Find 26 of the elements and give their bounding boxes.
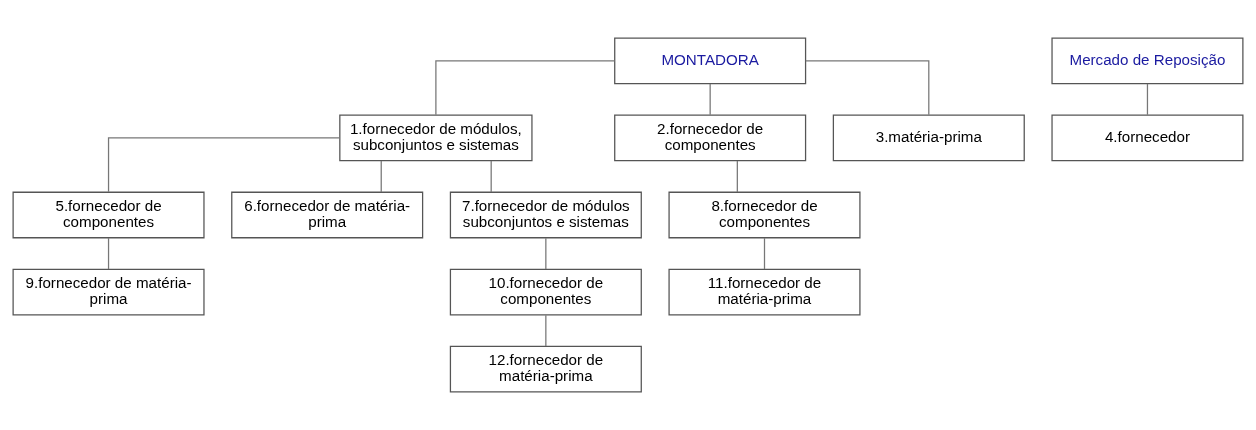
node-box: 6.fornecedor de matéria-prima — [231, 191, 424, 239]
node-box: 7.fornecedor de módulos subconjuntos e sistemas — [449, 191, 642, 239]
node-box: 11.fornecedor de matéria-prima — [668, 268, 861, 316]
node-box: 8.fornecedor de componentes — [668, 191, 861, 239]
connector — [545, 237, 547, 270]
connector — [435, 60, 616, 116]
node-box: 9.fornecedor de matéria-prima — [12, 268, 205, 316]
connector — [107, 137, 341, 193]
connector — [805, 60, 930, 116]
connector — [380, 160, 382, 193]
node-box: 1.fornecedor de módulos, subconjuntos e sistemas — [339, 114, 533, 162]
node-box: 5.fornecedor de componentes — [12, 191, 205, 239]
node-box: 10.fornecedor de componentes — [449, 268, 642, 316]
node-box: 4.fornecedor — [1051, 114, 1244, 162]
node-box: 12.fornecedor de matéria-prima — [449, 345, 642, 393]
connector — [107, 237, 110, 270]
connector — [763, 237, 766, 270]
connector — [490, 160, 492, 193]
node-box: MONTADORA — [614, 37, 807, 85]
node-box: 3.matéria-prima — [832, 114, 1025, 162]
connector — [709, 83, 711, 116]
connector — [736, 160, 738, 193]
connector — [1146, 83, 1149, 116]
node-box: 2.fornecedor de componentes — [614, 114, 807, 162]
node-box: Mercado de Reposição — [1051, 37, 1244, 85]
connector — [545, 314, 547, 347]
